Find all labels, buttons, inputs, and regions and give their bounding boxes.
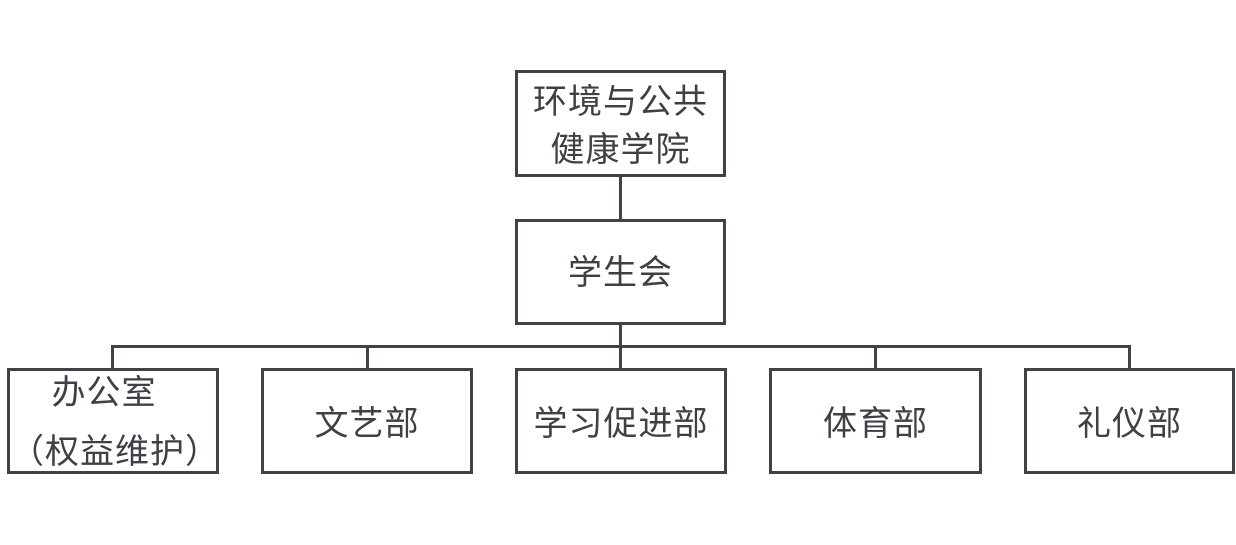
node-sports-department: 体育部 xyxy=(769,368,982,474)
connector-drop-office xyxy=(111,345,114,369)
node-etiquette-department: 礼仪部 xyxy=(1024,368,1235,474)
node-college: 环境与公共 健康学院 xyxy=(515,70,726,177)
connector-drop-study xyxy=(619,345,622,369)
node-sports-department-label: 体育部 xyxy=(823,404,928,444)
connector-drop-sports xyxy=(874,345,877,369)
node-college-line2: 健康学院 xyxy=(550,130,691,170)
connector-union-trunk xyxy=(619,324,622,346)
connector-root-union xyxy=(619,175,622,220)
node-etiquette-department-label: 礼仪部 xyxy=(1077,404,1182,444)
node-study-department-label: 学习促进部 xyxy=(533,404,709,444)
connector-drop-etiquette xyxy=(1128,345,1131,369)
node-office-line1: 办公室 xyxy=(51,373,157,413)
node-student-union-label: 学生会 xyxy=(568,253,673,293)
node-office-line2: （权益维护） xyxy=(10,432,220,472)
node-study-department: 学习促进部 xyxy=(515,368,727,474)
node-office: 办公室 （权益维护） xyxy=(7,368,219,474)
connector-drop-arts xyxy=(366,345,369,369)
node-arts-department-label: 文艺部 xyxy=(314,404,420,444)
node-student-union: 学生会 xyxy=(515,219,726,325)
node-college-line1: 环境与公共 xyxy=(533,82,708,122)
node-arts-department: 文艺部 xyxy=(261,368,473,474)
